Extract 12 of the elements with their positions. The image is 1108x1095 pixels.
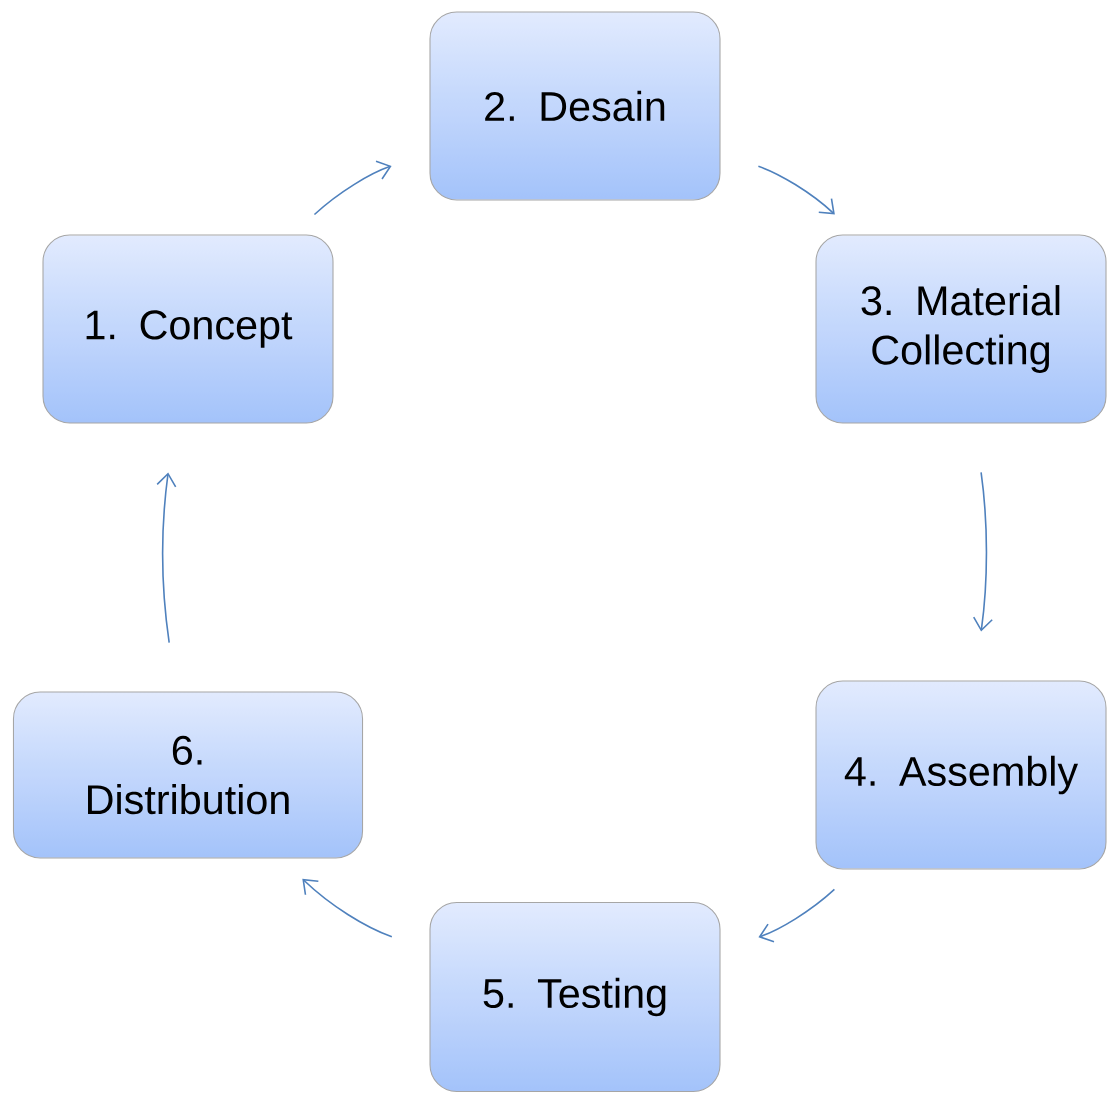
- arrow: [757, 165, 835, 215]
- arrow: [313, 160, 392, 216]
- process-box: 2. Desain: [429, 11, 721, 201]
- process-box: 1. Concept: [42, 234, 334, 424]
- arrow: [302, 878, 393, 938]
- arrow: [156, 472, 177, 644]
- process-box: 6. Distribution: [12, 691, 364, 859]
- arrow: [972, 471, 993, 632]
- process-box: 5. Testing: [429, 901, 721, 1093]
- process-box: 3. Material Collecting: [815, 234, 1107, 424]
- arrow: [758, 888, 836, 943]
- process-box: 4. Assembly: [815, 680, 1107, 870]
